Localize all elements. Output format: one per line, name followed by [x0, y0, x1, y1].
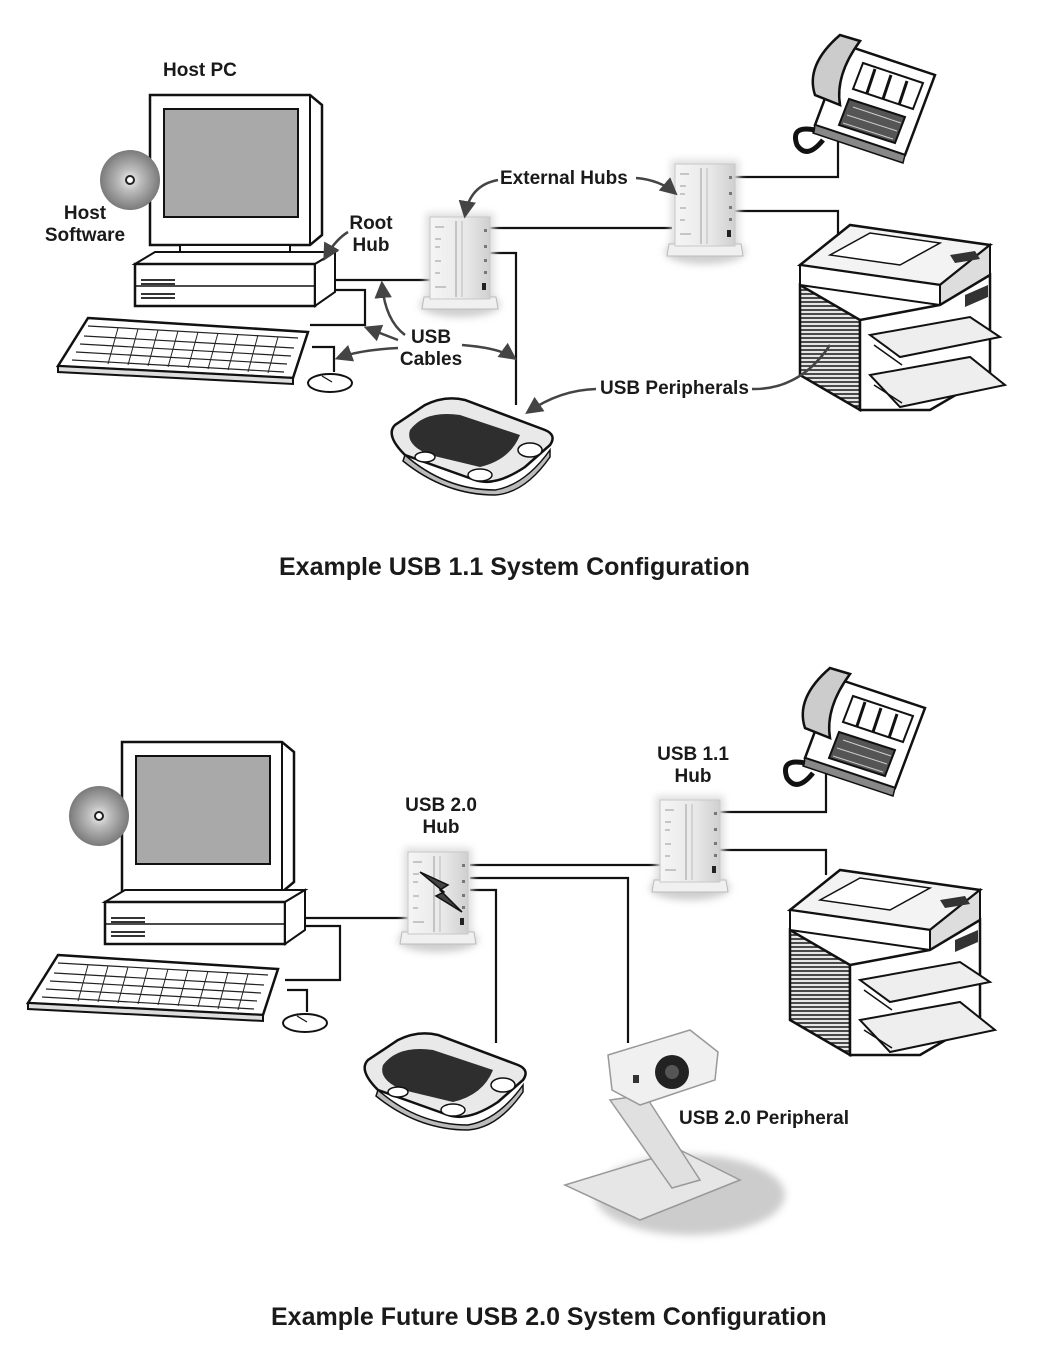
top-caption: Example USB 1.1 System Configuration	[279, 553, 750, 581]
host-pc-base	[103, 888, 307, 946]
host-pc-monitor	[148, 93, 324, 257]
usb11-hub-label: USB 1.1 Hub	[650, 744, 736, 788]
usb20-hub-label-line2: Hub	[422, 817, 460, 838]
usb-cables	[285, 772, 828, 1043]
host-pc-base	[133, 250, 337, 308]
usb20-hub	[398, 848, 478, 952]
usb11-hub	[650, 796, 730, 900]
host-software-label: Host Software	[42, 203, 128, 247]
mouse	[307, 373, 353, 393]
callout-arrows	[323, 176, 832, 414]
printer	[788, 868, 997, 1057]
bottom-diagram	[26, 668, 997, 1235]
keyboard	[26, 953, 280, 1023]
external-hub-1	[420, 213, 500, 317]
usb11-hub-label-line2: Hub	[674, 766, 712, 787]
usb-cables-label-line1: USB	[410, 327, 452, 348]
mouse	[282, 1013, 328, 1033]
printer	[798, 223, 1007, 412]
root-hub-label-line1: Root	[349, 213, 393, 234]
root-hub-label: Root Hub	[345, 213, 397, 257]
keyboard	[56, 316, 310, 386]
usb20-hub-label: USB 2.0 Hub	[398, 795, 484, 839]
top-diagram	[56, 35, 1007, 497]
usb-cables-label: USB Cables	[398, 327, 464, 371]
cd-disc-icon	[99, 149, 161, 211]
telephone	[785, 668, 925, 796]
usb-peripherals-label: USB Peripherals	[600, 378, 749, 399]
cd-disc-icon	[68, 785, 130, 847]
usb-cables-label-line2: Cables	[399, 349, 463, 370]
host-software-label-line1: Host	[63, 203, 107, 224]
external-hub-2	[665, 160, 745, 264]
usb11-hub-label-line1: USB 1.1	[657, 744, 729, 765]
usb20-hub-label-line1: USB 2.0	[405, 795, 477, 816]
usb20-peripheral-label: USB 2.0 Peripheral	[679, 1108, 850, 1129]
lightning-icon	[419, 871, 463, 913]
bottom-caption: Example Future USB 2.0 System Configurat…	[271, 1303, 827, 1331]
scanner-pad	[363, 1032, 527, 1132]
host-pc-monitor	[120, 740, 296, 904]
host-pc-label: Host PC	[163, 60, 237, 81]
root-hub-label-line2: Hub	[352, 235, 390, 256]
webcam	[562, 1029, 785, 1235]
telephone	[795, 35, 935, 163]
scanner-pad	[390, 397, 554, 497]
external-hubs-label: External Hubs	[500, 168, 628, 189]
host-software-label-line2: Software	[44, 225, 126, 246]
